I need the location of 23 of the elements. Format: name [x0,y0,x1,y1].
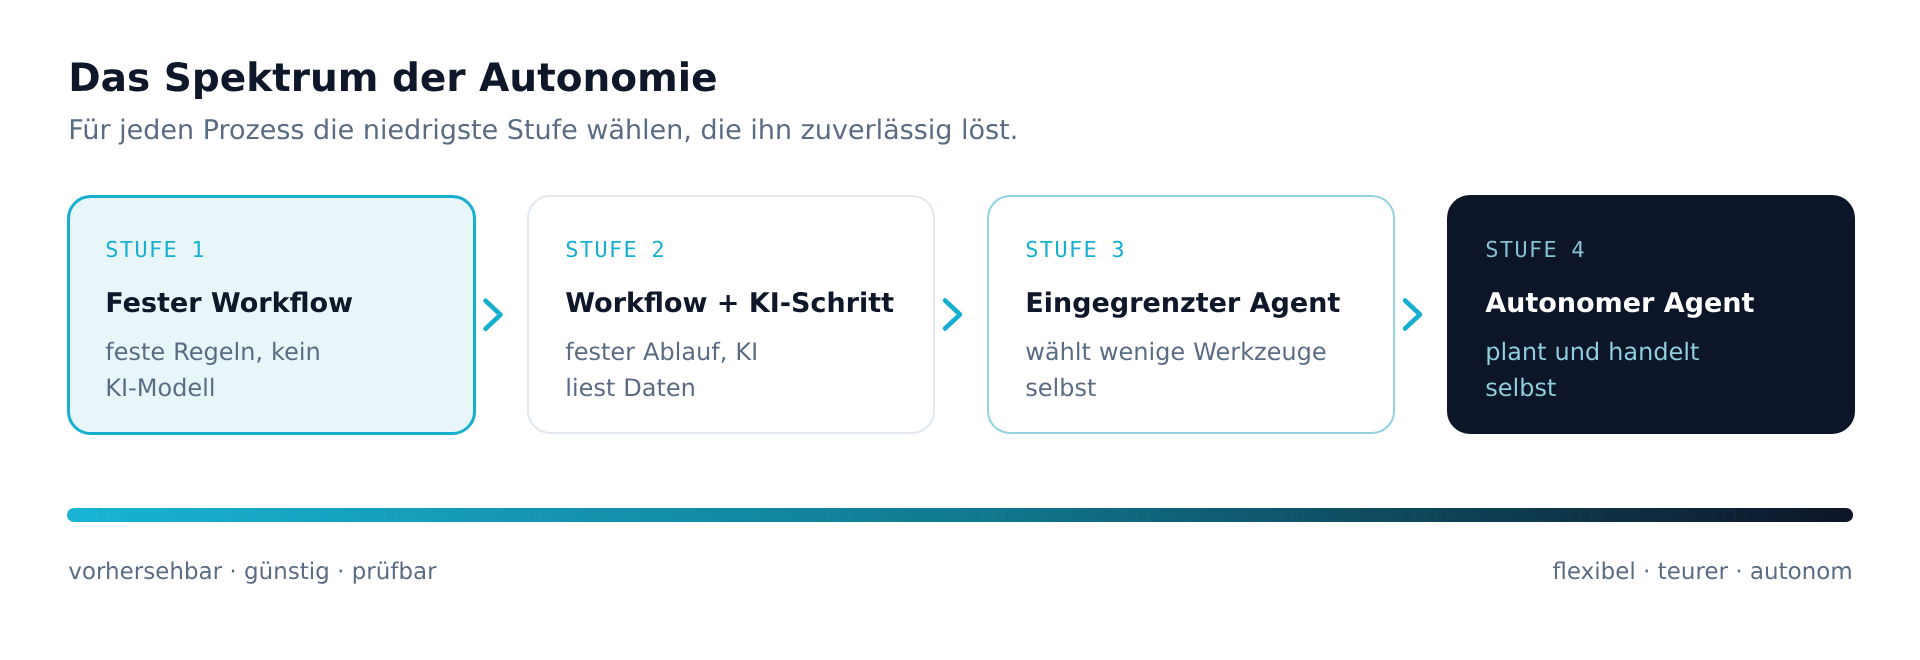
chevron-arrow [1402,298,1423,331]
stage-label: STUFE 4 [1486,240,1584,258]
stage-label: STUFE 3 [1026,240,1123,258]
subtitle: Für jeden Prozess die niedrigste Stufe wählen, die ihn zuverlässig löst. [70,118,1016,145]
scale-label: flexibel · teurer · autonom [1552,561,1851,580]
stage-card [987,195,1395,434]
chevron-arrow [942,298,963,331]
stage-card [527,195,935,434]
scale-label: vorhersehbar · günstig · prüfbar [69,561,437,584]
stage-title: Eingegrenzter Agent [1027,291,1340,318]
stage-description: feste Regeln, kein KI-Modell [105,341,319,397]
stage-title: Workflow + KI-Schritt [566,291,894,313]
stage-card [67,195,476,435]
stage-title: Autonomer Agent [1485,292,1754,318]
stage-card [1447,195,1855,434]
stage-title: Fester Workflow [107,291,353,313]
stage-description: plant und handelt selbst [1486,341,1699,397]
chevron-arrow [483,298,503,331]
stage-description: wählt wenige Werkzeuge selbst [1026,341,1326,397]
title: Das Spektrum der Autonomie [71,61,716,100]
stage-label: STUFE 2 [566,240,663,258]
stage-label: STUFE 1 [106,240,204,258]
stage-description: fester Ablauf, KI liest Daten [565,341,756,397]
